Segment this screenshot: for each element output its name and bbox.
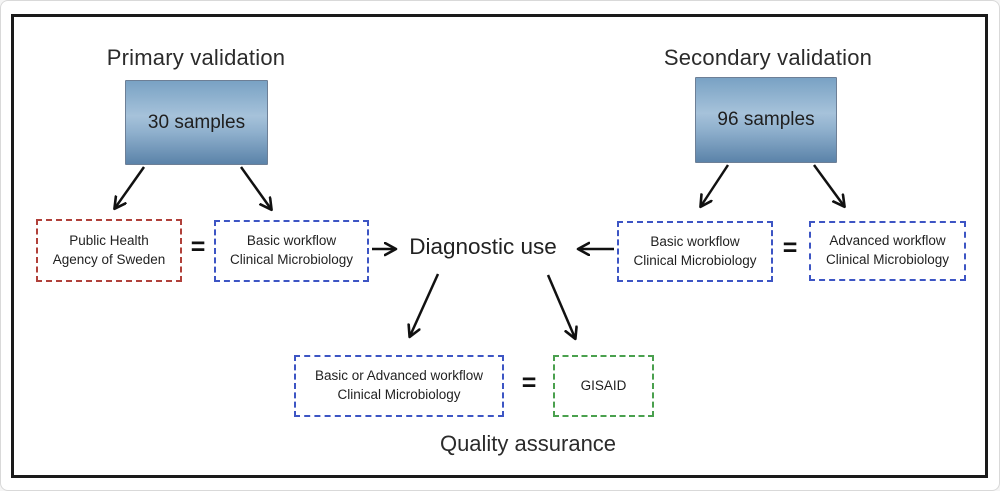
quality-assurance-label: Quality assurance xyxy=(439,431,617,456)
outer-frame xyxy=(11,14,988,478)
basic-workflow-left-box: Basic workflow Clinical Microbiology xyxy=(214,220,369,282)
equals-sign-right: = xyxy=(782,234,798,262)
basic-workflow-right-box: Basic workflow Clinical Microbiology xyxy=(617,221,773,282)
advanced-workflow-box: Advanced workflow Clinical Microbiology xyxy=(809,221,966,281)
bottom-line2: Clinical Microbiology xyxy=(337,387,461,402)
secondary-validation-heading: Secondary validation xyxy=(663,45,873,70)
primary-validation-heading: Primary validation xyxy=(106,45,286,70)
advanced-line1: Advanced workflow xyxy=(829,233,946,249)
phas-line1: Public Health xyxy=(69,232,149,248)
equals-sign-bottom: = xyxy=(521,369,537,397)
gisaid-label: GISAID xyxy=(580,377,627,393)
basic-or-advanced-workflow-box: Basic or Advanced workflow Clinical Micr… xyxy=(294,355,504,417)
diagnostic-use-label: Diagnostic use xyxy=(409,234,557,259)
secondary-samples-label: 96 samples xyxy=(717,109,815,130)
gisaid-box: GISAID xyxy=(553,355,654,417)
basic-left-line2: Clinical Microbiology xyxy=(229,252,354,267)
primary-samples-box: 30 samples xyxy=(125,80,268,165)
equals-sign-left: = xyxy=(190,233,206,261)
bottom-line1: Basic or Advanced workflow xyxy=(314,368,484,384)
basic-right-line1: Basic workflow xyxy=(650,233,740,249)
public-health-agency-box: Public Health Agency of Sweden xyxy=(36,219,182,282)
primary-samples-label: 30 samples xyxy=(147,111,246,133)
basic-right-line2: Clinical Microbiology xyxy=(633,252,757,268)
secondary-samples-box: 96 samples xyxy=(695,77,837,163)
advanced-line2: Clinical Microbiology xyxy=(825,252,950,267)
basic-left-line1: Basic workflow xyxy=(246,233,337,249)
phas-line2: Agency of Sweden xyxy=(52,251,166,267)
